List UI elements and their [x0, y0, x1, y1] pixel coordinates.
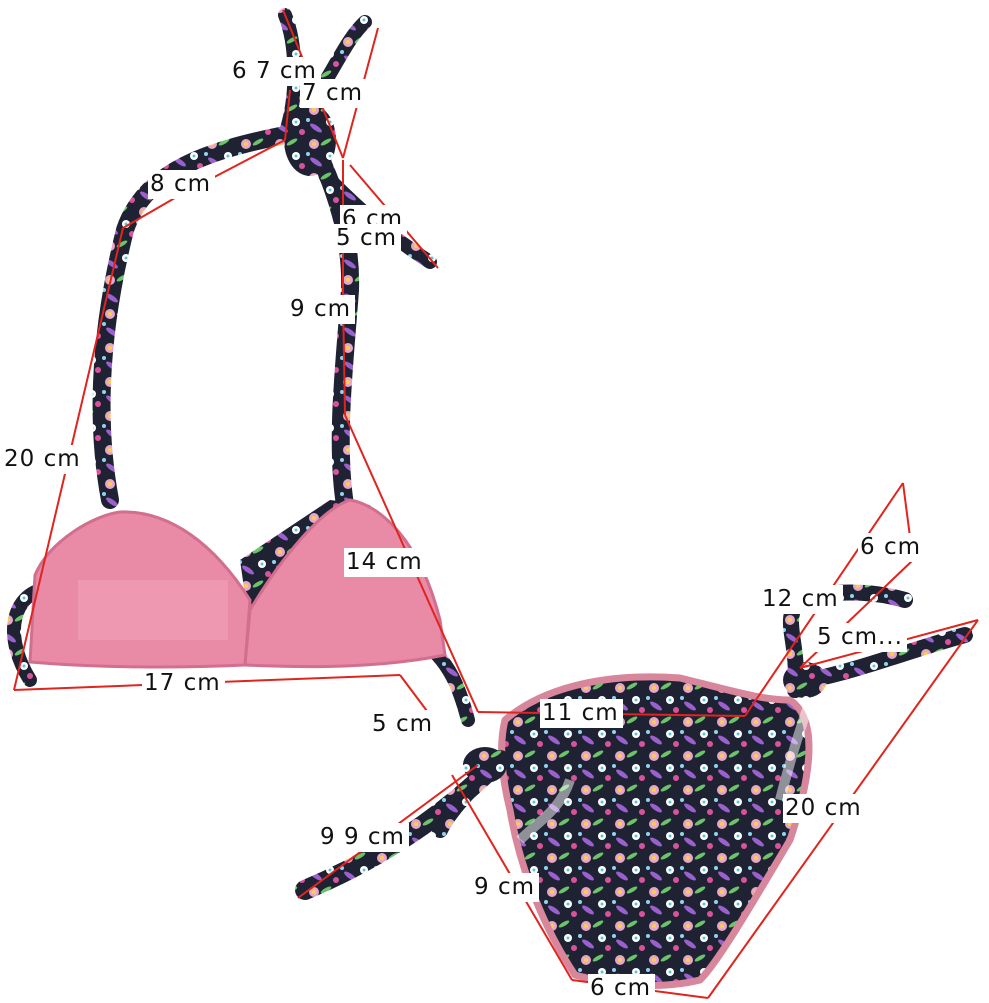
measurement-label: 12 cm	[760, 585, 843, 614]
measurement-label: 6 cm	[588, 974, 655, 1003]
bottom-left-knot	[463, 747, 507, 783]
measurement-label: 6 7 cm	[230, 57, 321, 86]
measurement-label: 8 cm	[148, 170, 215, 199]
measurement-label: 9 cm	[288, 295, 355, 324]
halter-straps	[92, 8, 437, 514]
measurement-label: 17 cm	[142, 669, 225, 698]
measurement-label: 5 cm...	[815, 623, 907, 652]
measurement-label: 20 cm	[2, 445, 85, 474]
bikini-bottom	[498, 673, 815, 989]
measurement-label: 14 cm	[344, 548, 427, 577]
measurement-label: 7 cm	[300, 79, 367, 108]
measurement-label: 5 cm	[370, 710, 437, 739]
measurement-label: 6 cm	[858, 533, 925, 562]
measurement-label: 20 cm	[783, 794, 866, 823]
halter-knot	[284, 104, 336, 176]
bottom-right-knot	[783, 662, 827, 698]
bikini-top-cups	[28, 498, 447, 669]
measurement-label: 9 9 cm	[318, 823, 409, 852]
measurement-label: 11 cm	[540, 699, 623, 728]
measurement-label: 9 cm	[472, 873, 539, 902]
measurement-label: 5 cm	[334, 224, 401, 253]
measurement-lines	[13, 9, 979, 999]
